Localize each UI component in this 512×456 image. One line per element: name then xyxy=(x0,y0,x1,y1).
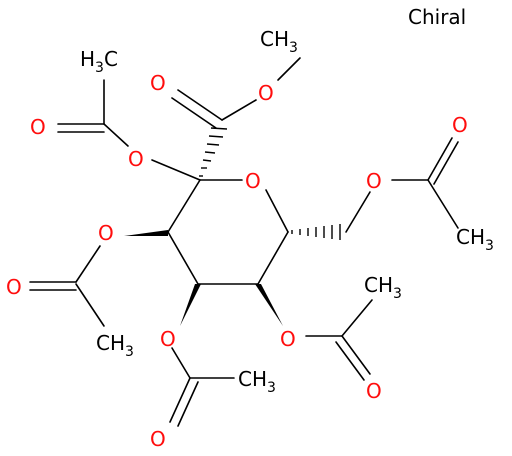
bond-ringO-c6 xyxy=(265,189,289,233)
bond-c3-c2 xyxy=(167,179,201,233)
hash-bond-c2-ester xyxy=(199,127,228,177)
bond-c4-c3 xyxy=(167,231,199,285)
bond-o-acc xyxy=(103,123,129,147)
c5-acetoxy-oxygen: O xyxy=(280,327,296,351)
ring-oxygen: O xyxy=(245,169,261,193)
c2-acetoxy-oxygen: O xyxy=(128,147,144,171)
hash-bond-c6-ch2 xyxy=(291,224,341,240)
ester-oxygen: O xyxy=(258,81,274,105)
c2-acetyl-methyl: H3C xyxy=(80,47,118,76)
wedge-c3-o xyxy=(124,230,168,236)
bond-acc3-ch3 xyxy=(75,283,105,327)
wedge-c4-o xyxy=(180,284,201,326)
bond-o-acc3 xyxy=(75,245,101,283)
c3-acetyl-methyl: CH3 xyxy=(96,331,134,360)
bond-acc5-ch3 xyxy=(341,299,373,337)
c4-acetyl-methyl: CH3 xyxy=(238,367,276,396)
bond-acc6-o1b xyxy=(433,141,459,185)
bond-acc4-o1a xyxy=(169,377,191,423)
bond-ester-c-o xyxy=(221,99,257,121)
chiral-flag: Chiral xyxy=(408,5,466,29)
bond-c6-c5 xyxy=(257,231,289,285)
bond-acc6-ch3 xyxy=(427,179,459,229)
c6-acetyl-carbonyl-oxygen: O xyxy=(452,113,468,137)
c4-acetyl-carbonyl-oxygen: O xyxy=(150,427,166,451)
c5-acetyl-carbonyl-oxygen: O xyxy=(366,379,382,403)
bond-c2-oac xyxy=(151,159,201,181)
methyl-group: CH3 xyxy=(260,27,298,56)
c6-acetoxy-oxygen: O xyxy=(366,169,382,193)
c3-acetoxy-oxygen: O xyxy=(98,221,114,245)
bond-acc5-o1a xyxy=(341,335,371,375)
bond-ester-co-1 xyxy=(177,89,223,121)
bond-o-methyl xyxy=(277,57,301,81)
wedge-c5-o xyxy=(255,284,283,326)
bond-acc4-o1b xyxy=(177,381,199,427)
bond-ch2-o xyxy=(345,191,371,233)
ester-carbonyl-oxygen: O xyxy=(150,71,166,95)
c5-acetyl-methyl: CH3 xyxy=(364,273,402,302)
bond-o-acc4 xyxy=(171,347,191,379)
bond-acc5-o1b xyxy=(335,341,365,381)
c2-acetyl-carbonyl-oxygen: O xyxy=(30,115,46,139)
c6-acetyl-methyl: CH3 xyxy=(456,225,494,254)
c3-acetyl-carbonyl-oxygen: O xyxy=(6,275,22,299)
bond-acc6-o1a xyxy=(427,137,453,181)
bond-ester-co-2 xyxy=(171,97,217,129)
c4-acetoxy-oxygen: O xyxy=(160,327,176,351)
